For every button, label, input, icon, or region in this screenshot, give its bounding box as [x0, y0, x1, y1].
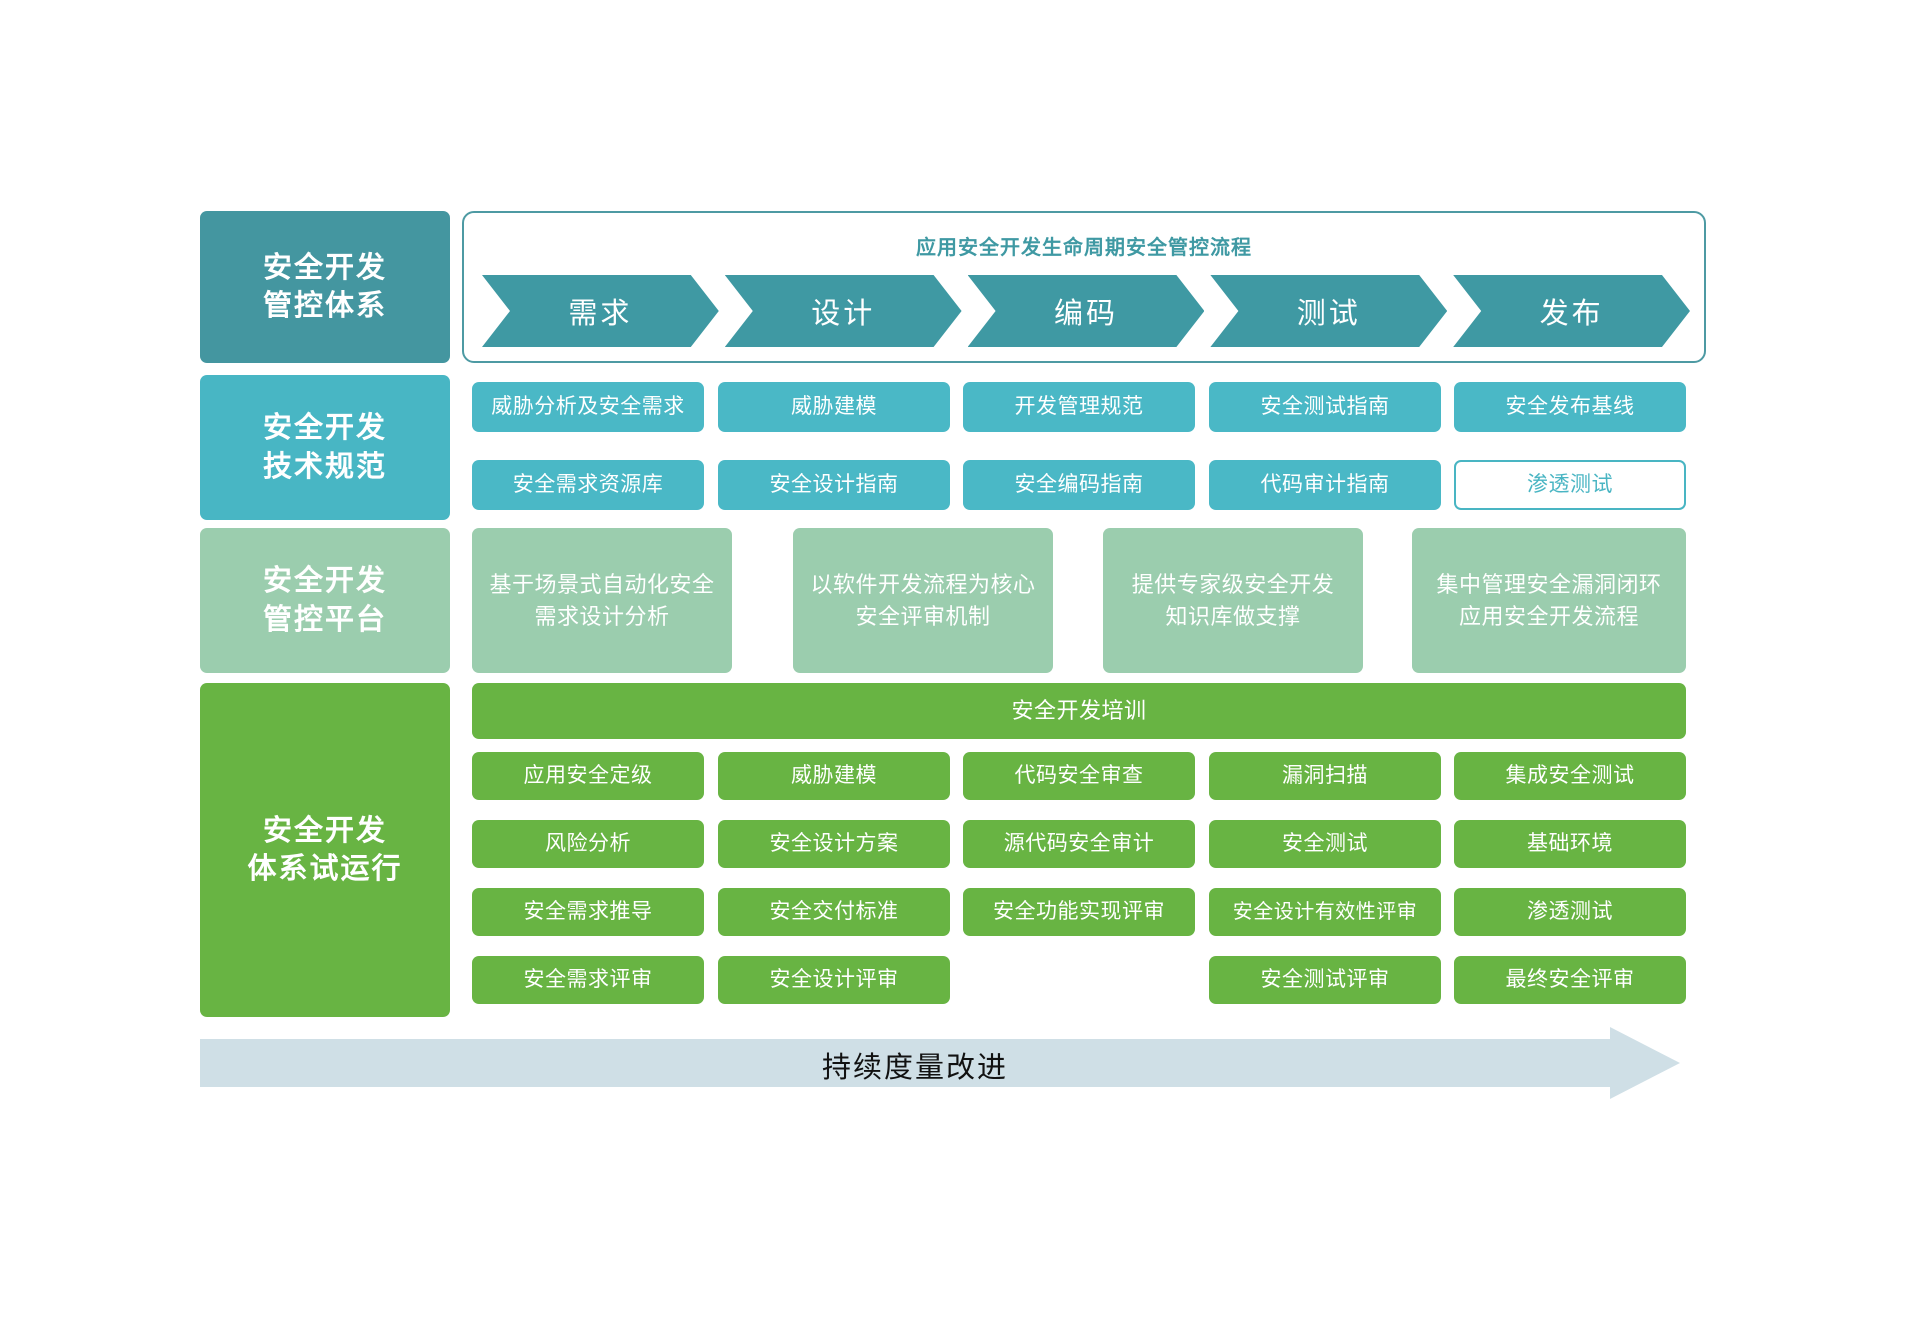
continuous-improvement-label: 持续度量改进 [821, 1052, 1008, 1084]
sidebar-item-platform[interactable]: 安全开发 管控平台 [200, 528, 450, 673]
sidebar-item-management-system-line1: 安全开发 [262, 251, 387, 284]
trial-tile[interactable]: 安全测试评审 [1209, 956, 1441, 1004]
trial-tile[interactable]: 应用安全定级 [472, 752, 704, 800]
sidebar-item-platform-line2: 管控平台 [262, 603, 387, 636]
trial-tile[interactable]: 漏洞扫描 [1209, 752, 1441, 800]
tech-spec-tile[interactable]: 安全需求资源库 [472, 460, 704, 510]
tech-spec-tile[interactable]: 威胁建模 [718, 382, 950, 432]
platform-tile-line2: 需求设计分析 [534, 603, 670, 629]
platform-tile[interactable]: 基于场景式自动化安全 需求设计分析 [472, 528, 732, 673]
trial-tile[interactable]: 安全交付标准 [718, 888, 950, 936]
tech-spec-tile[interactable]: 安全发布基线 [1454, 382, 1686, 432]
lifecycle-stage-row: 需求 设计 编码 测试 发布 [482, 275, 1690, 347]
trial-tile[interactable]: 代码安全审查 [963, 752, 1195, 800]
tech-spec-tile[interactable]: 开发管理规范 [963, 382, 1195, 432]
sidebar-item-tech-spec-line2: 技术规范 [262, 450, 387, 483]
trial-tile[interactable]: 安全测试 [1209, 820, 1441, 868]
sidebar-item-trial-run-line1: 安全开发 [262, 814, 387, 847]
sidebar-item-trial-run-line2: 体系试运行 [247, 853, 403, 885]
sidebar-item-tech-spec-line1: 安全开发 [262, 412, 387, 445]
sidebar-item-management-system-line2: 管控体系 [262, 290, 387, 322]
tech-spec-tile[interactable]: 安全测试指南 [1209, 382, 1441, 432]
trial-tile[interactable]: 安全需求评审 [472, 956, 704, 1004]
platform-tile-line2: 安全评审机制 [855, 603, 991, 629]
trial-tile[interactable]: 风险分析 [472, 820, 704, 868]
platform-tile[interactable]: 集中管理安全漏洞闭环 应用安全开发流程 [1412, 528, 1686, 673]
tech-spec-tile[interactable]: 代码审计指南 [1209, 460, 1441, 510]
trial-tile[interactable]: 安全设计有效性评审 [1209, 888, 1441, 936]
trial-tile[interactable]: 渗透测试 [1454, 888, 1686, 936]
lifecycle-stage-testing[interactable]: 测试 [1210, 275, 1447, 347]
sidebar-item-management-system[interactable]: 安全开发 管控体系 [200, 211, 450, 363]
trial-tile[interactable]: 源代码安全审计 [963, 820, 1195, 868]
tech-spec-tile[interactable]: 安全设计指南 [718, 460, 950, 510]
platform-tile-line1: 以软件开发流程为核心 [810, 572, 1036, 598]
platform-tile[interactable]: 提供专家级安全开发 知识库做支撑 [1103, 528, 1363, 673]
platform-tile-line1: 集中管理安全漏洞闭环 [1436, 572, 1662, 598]
sidebar-item-trial-run[interactable]: 安全开发 体系试运行 [200, 683, 450, 1017]
trial-tile[interactable]: 最终安全评审 [1454, 956, 1686, 1004]
platform-tile-line1: 提供专家级安全开发 [1131, 572, 1335, 598]
trial-tile[interactable]: 威胁建模 [718, 752, 950, 800]
sidebar-item-tech-spec[interactable]: 安全开发 技术规范 [200, 375, 450, 520]
continuous-improvement-arrow: 持续度量改进 [200, 1027, 1680, 1099]
platform-tile[interactable]: 以软件开发流程为核心 安全评审机制 [793, 528, 1053, 673]
sidebar-item-platform-line1: 安全开发 [262, 565, 387, 598]
tech-spec-tile-penetration-test[interactable]: 渗透测试 [1454, 460, 1686, 510]
lifecycle-band: 应用安全开发生命周期安全管控流程 需求 设计 编码 测试 发布 [462, 211, 1706, 363]
lifecycle-stage-requirements[interactable]: 需求 [482, 275, 719, 347]
trial-tile[interactable]: 基础环境 [1454, 820, 1686, 868]
tech-spec-tile[interactable]: 威胁分析及安全需求 [472, 382, 704, 432]
lifecycle-stage-design[interactable]: 设计 [725, 275, 962, 347]
trial-tile[interactable]: 安全功能实现评审 [963, 888, 1195, 936]
platform-tile-line2: 应用安全开发流程 [1458, 603, 1639, 629]
tech-spec-tile[interactable]: 安全编码指南 [963, 460, 1195, 510]
platform-tile-line2: 知识库做支撑 [1165, 603, 1301, 629]
platform-tile-line1: 基于场景式自动化安全 [489, 572, 715, 598]
lifecycle-stage-coding[interactable]: 编码 [968, 275, 1205, 347]
trial-tile[interactable]: 安全需求推导 [472, 888, 704, 936]
trial-tile[interactable]: 安全设计评审 [718, 956, 950, 1004]
lifecycle-stage-release[interactable]: 发布 [1453, 275, 1690, 347]
trial-tile[interactable]: 安全设计方案 [718, 820, 950, 868]
trial-tile[interactable]: 集成安全测试 [1454, 752, 1686, 800]
lifecycle-title: 应用安全开发生命周期安全管控流程 [916, 237, 1252, 259]
trial-banner-security-training[interactable]: 安全开发培训 [472, 683, 1686, 739]
